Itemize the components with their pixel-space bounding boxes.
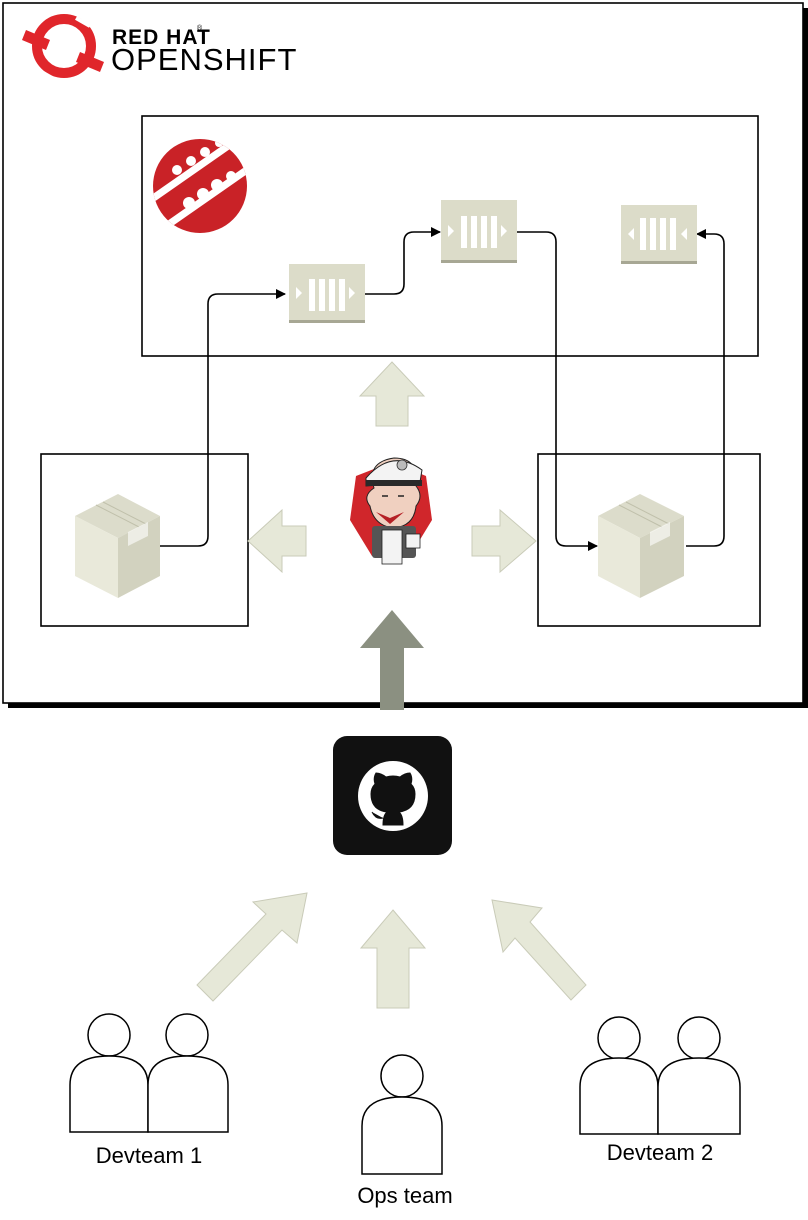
openshift-cluster-frame	[2, 2, 804, 704]
devteam1-commit-arrow	[196, 892, 308, 1002]
deploy-right-arrow	[471, 508, 537, 574]
devteam2-people	[579, 1016, 741, 1135]
user-icon	[69, 1013, 149, 1133]
connector-image2-to-prod	[517, 231, 598, 551]
connector-dev-to-image1	[158, 289, 286, 547]
registry-logo-icon	[153, 139, 247, 233]
deploy-up-arrow	[358, 361, 426, 427]
deploy-left-arrow	[247, 508, 307, 574]
registry-project-box	[141, 115, 759, 357]
user-icon	[361, 1054, 443, 1175]
devteam2-label: Devteam 2	[607, 1140, 713, 1165]
user-icon	[147, 1013, 229, 1133]
jenkins-icon	[350, 457, 432, 565]
user-icon	[657, 1016, 741, 1135]
ops-commit-arrow	[359, 909, 427, 1009]
image-registry-icon	[621, 205, 697, 264]
connector-image1-to-image2	[365, 227, 441, 295]
container-package-icon	[598, 494, 684, 598]
devteam1-people	[69, 1013, 229, 1133]
brand-line2: OPENSHIFT	[111, 42, 297, 77]
image-registry-icon	[441, 200, 517, 263]
devteam1-label: Devteam 1	[96, 1143, 202, 1168]
brand-trademark: ®	[197, 24, 203, 32]
connector-prod-to-image3	[686, 229, 725, 547]
image-registry-icon	[289, 264, 365, 323]
push-up-arrow	[360, 610, 424, 710]
prod-environment-box	[537, 453, 761, 627]
devteam2-commit-arrow	[491, 899, 587, 1001]
user-icon	[579, 1016, 659, 1135]
dev-environment-box	[40, 453, 249, 627]
ops-team-label: Ops team	[357, 1183, 452, 1208]
container-package-icon	[75, 494, 160, 598]
github-icon[interactable]	[333, 736, 452, 855]
brand-line1: RED HAT	[112, 26, 211, 49]
openshift-logo-icon	[22, 14, 104, 80]
